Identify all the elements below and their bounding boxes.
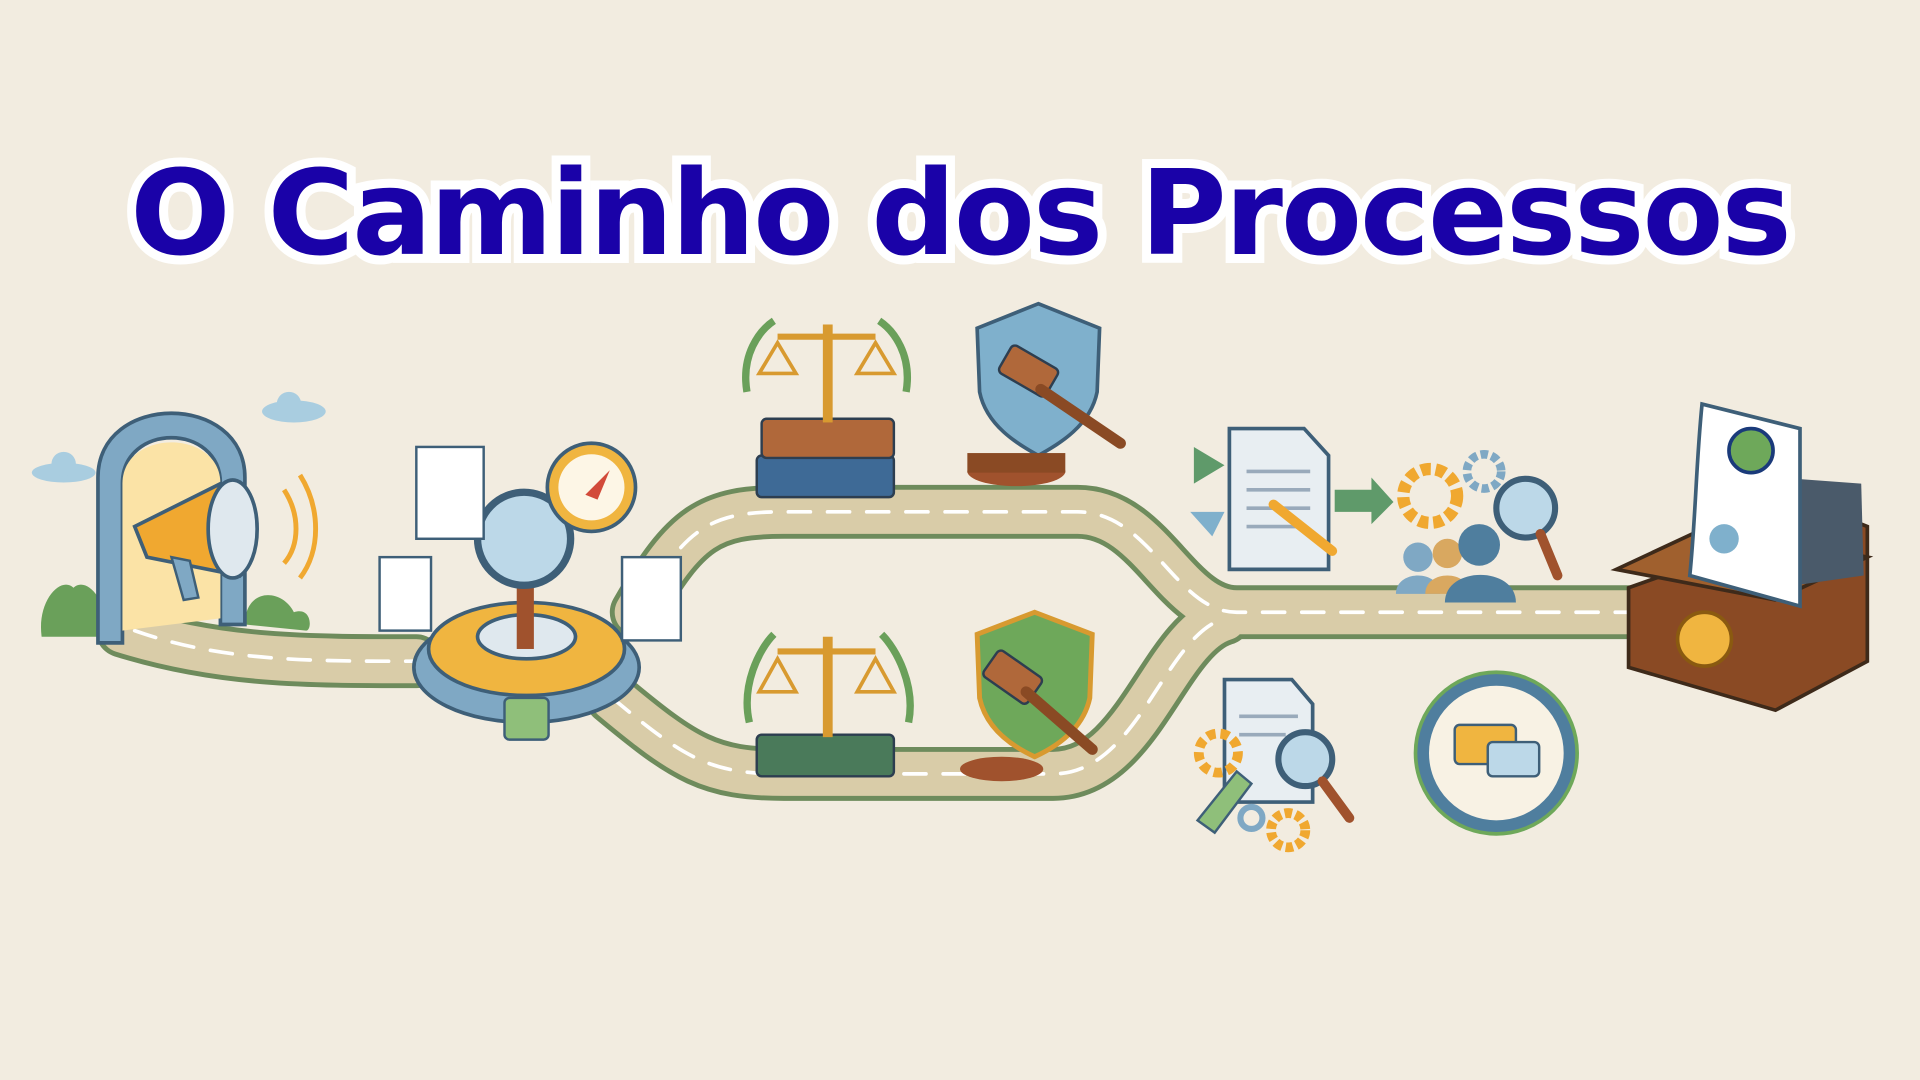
certificate-desk-icon — [1610, 401, 1874, 713]
megaphone-arch-icon — [40, 411, 318, 645]
gavel-shield-upper-icon — [967, 301, 1126, 487]
magnifier-hub-icon — [378, 441, 683, 741]
road — [95, 484, 1656, 801]
scales-books-lower-icon — [743, 631, 914, 778]
scales-books-upper-icon — [742, 317, 911, 499]
gears-people-search-icon — [1395, 450, 1563, 603]
chat-ring-icon — [1413, 670, 1579, 836]
page-title: O Caminho dos Processos — [121, 135, 1801, 291]
cloud-icon — [31, 391, 326, 483]
gavel-shield-lower-icon — [960, 609, 1098, 782]
document-pen-arrows-icon — [1190, 426, 1394, 572]
document-gears-search-icon — [1193, 677, 1355, 853]
